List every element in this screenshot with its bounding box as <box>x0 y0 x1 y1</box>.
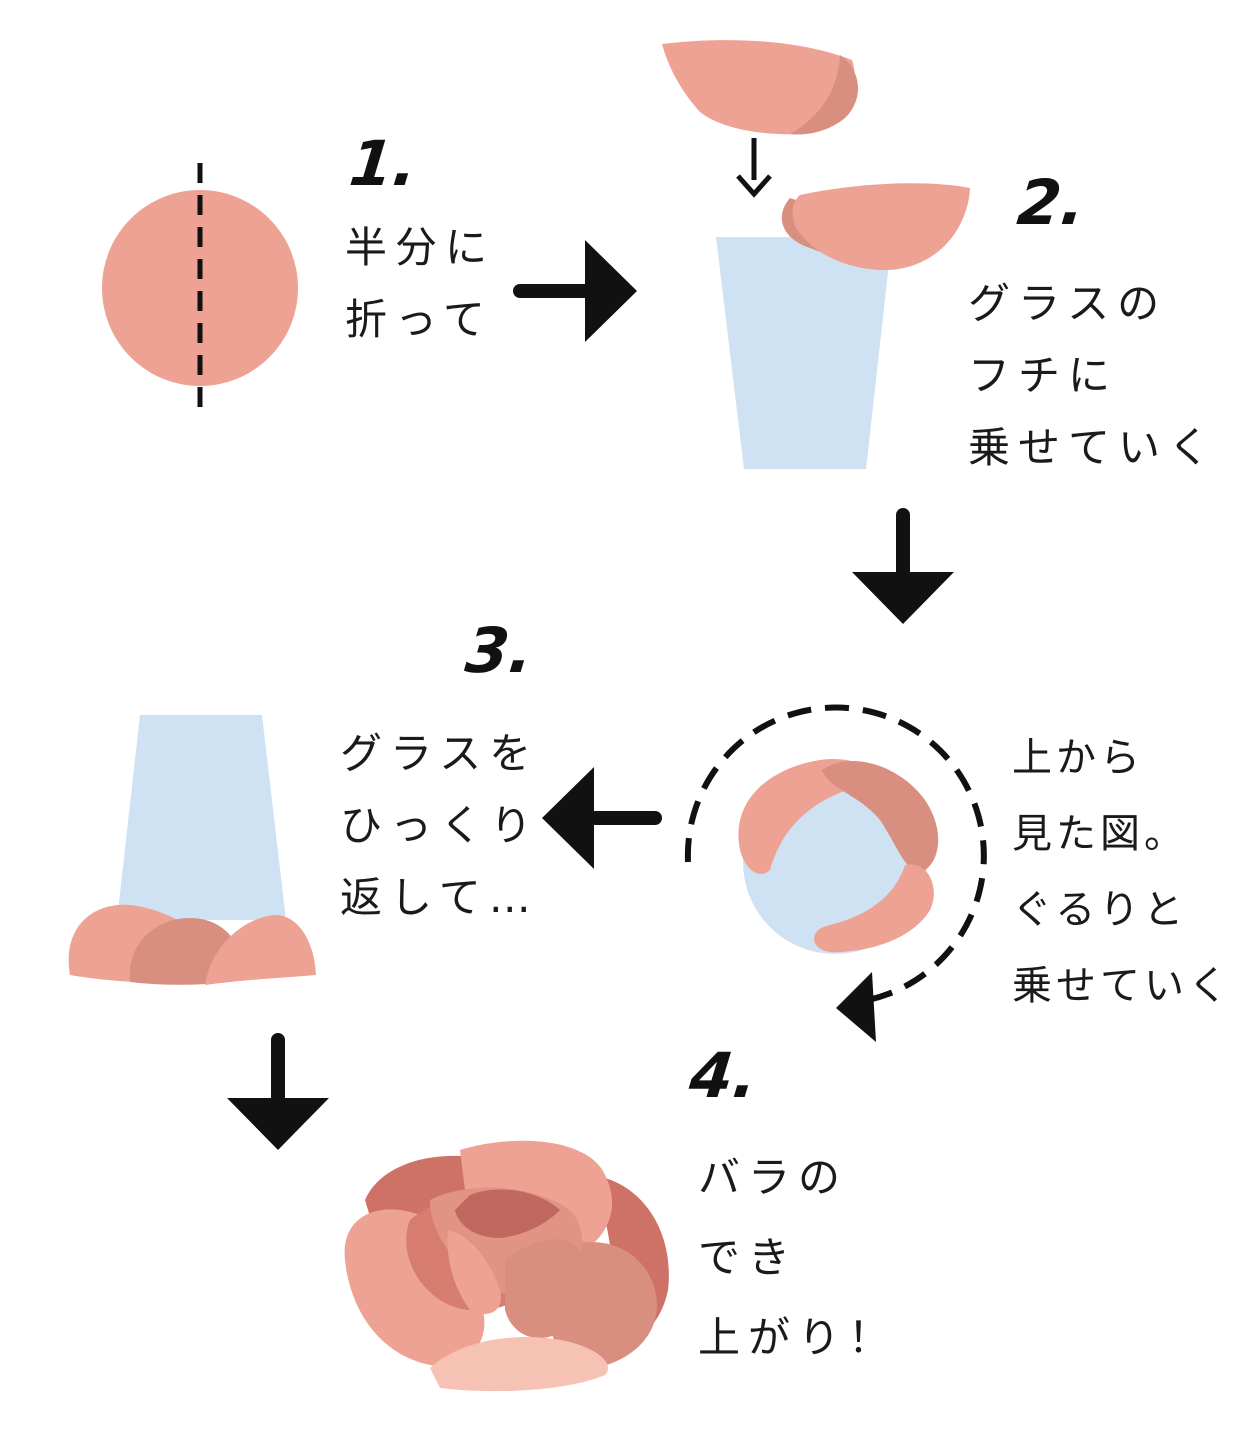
step3-line1: グラスを <box>340 729 540 778</box>
step4-line2: でき <box>698 1233 799 1282</box>
step3-line3: 返して… <box>340 873 539 922</box>
glass <box>716 237 892 469</box>
step4-line1: バラの <box>698 1153 849 1202</box>
step2-line2: フチに <box>968 351 1119 400</box>
folded-petal-on-rim <box>781 183 970 271</box>
step2-number: 2. <box>1014 166 1089 239</box>
top-view-text: 上から 見た図。 ぐるりと 乗せていく <box>1012 720 1232 1024</box>
step3-number: 3. <box>462 614 537 687</box>
top-view-line4: 乗せていく <box>1012 963 1232 1009</box>
step3-illustration <box>68 715 316 985</box>
arrow-down-small-icon <box>736 138 772 198</box>
folded-petal-floating <box>662 40 858 135</box>
top-view-line3: ぐるりと <box>1012 887 1188 933</box>
top-view-line1: 上から <box>1012 735 1144 781</box>
step3-line2: ひっくり <box>340 801 541 850</box>
petal-top-right <box>822 761 939 871</box>
arrow-down-icon-2 <box>227 1033 329 1150</box>
petal-right <box>205 915 316 985</box>
top-view-line2: 見た図。 <box>1012 811 1188 857</box>
rose-illustration <box>344 1140 669 1392</box>
arrow-down-icon <box>852 508 954 624</box>
circle-petal <box>102 190 298 386</box>
step4-line3: 上がり！ <box>698 1313 899 1362</box>
step1-text: 半分に 折って <box>345 212 495 356</box>
step2-line1: グラスの <box>968 279 1168 328</box>
arrow-left-icon <box>542 767 662 869</box>
step1-line2: 折って <box>345 295 493 344</box>
step1-illustration <box>102 163 298 412</box>
rotation-arrowhead-icon <box>836 972 876 1042</box>
arrow-right-icon <box>513 240 637 342</box>
step1-number: 1. <box>346 127 421 200</box>
step2-text: グラスの フチに 乗せていく <box>968 268 1218 484</box>
step2-illustration <box>662 40 970 469</box>
top-view-illustration <box>684 704 987 1042</box>
glass-inverted <box>117 715 286 920</box>
step4-number: 4. <box>686 1039 761 1112</box>
step1-line1: 半分に <box>345 223 496 272</box>
petal-bottom-right <box>813 864 934 953</box>
step2-line3: 乗せていく <box>968 423 1219 472</box>
step4-text: バラの でき 上がり！ <box>698 1138 898 1378</box>
step3-text: グラスを ひっくり 返して… <box>340 718 540 934</box>
